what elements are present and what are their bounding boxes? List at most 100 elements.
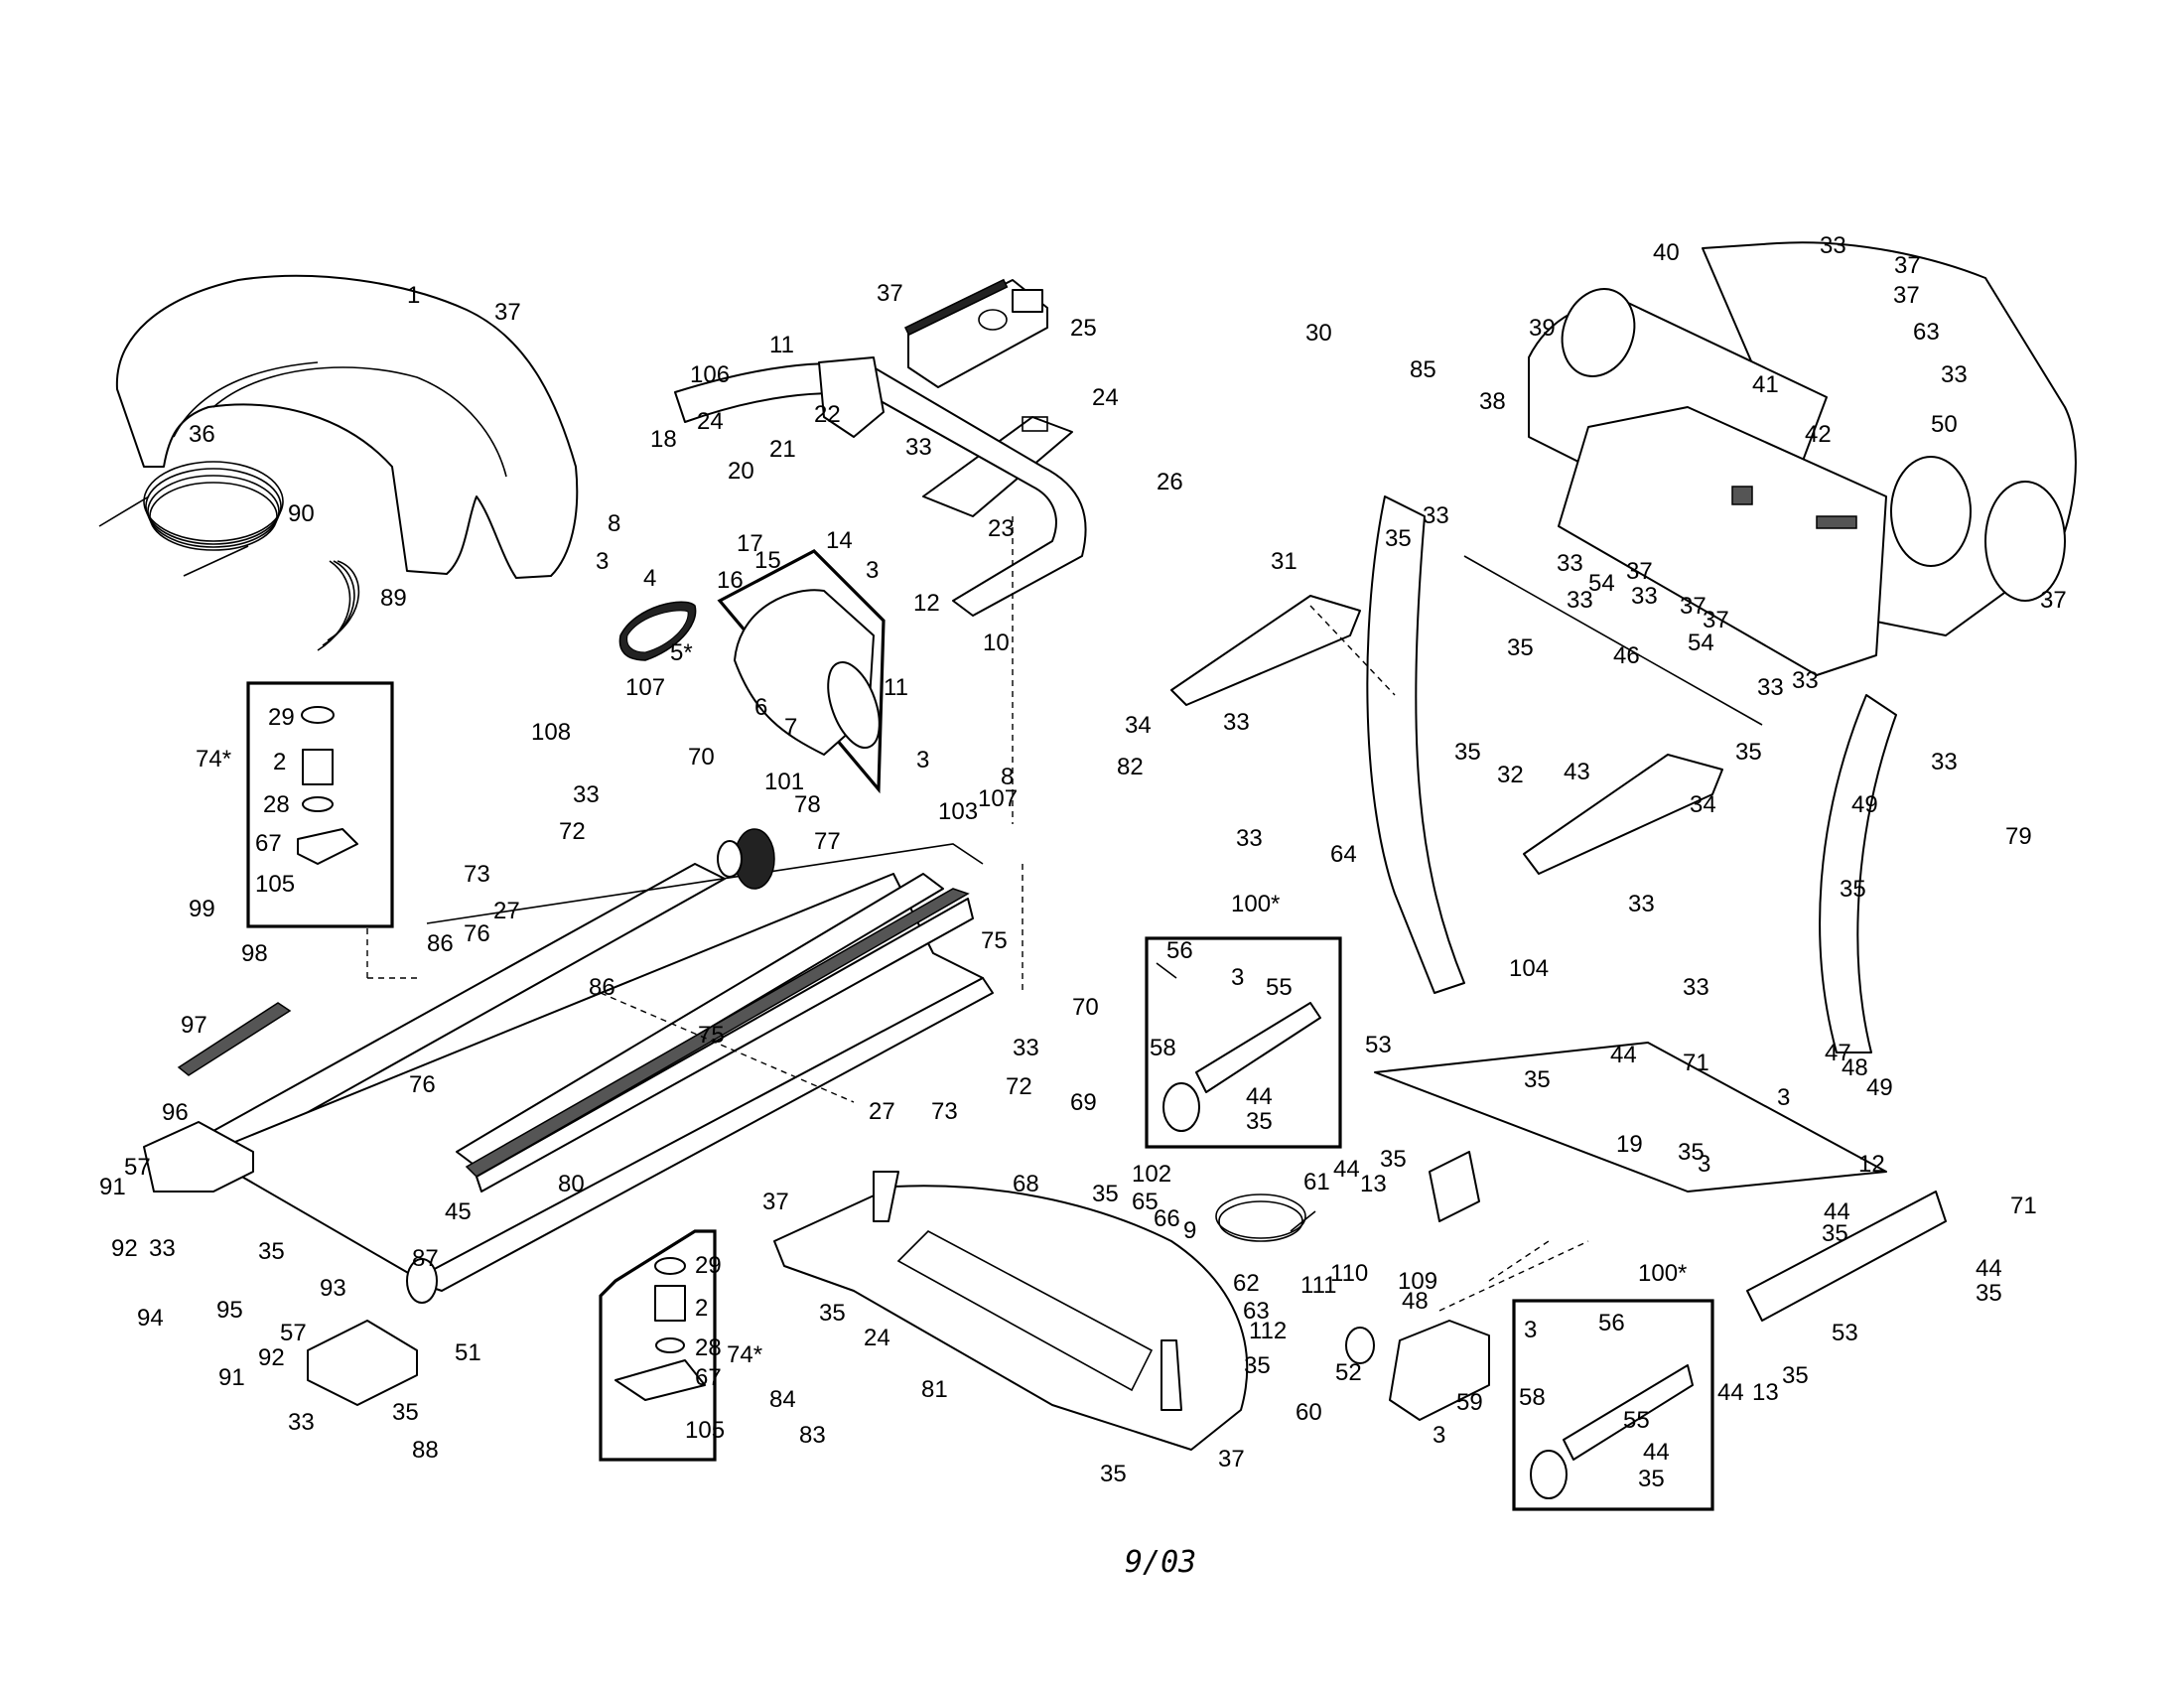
- callout-3: 3: [866, 557, 879, 584]
- callout-50: 50: [1931, 411, 1958, 438]
- callout-22: 22: [814, 401, 841, 428]
- callout-60: 60: [1296, 1399, 1322, 1426]
- deck-assembly: [143, 828, 994, 1406]
- callout-96: 96: [162, 1099, 189, 1126]
- callout-3: 3: [1231, 964, 1244, 991]
- callout-78: 78: [794, 791, 821, 818]
- upright-bracket-part-21: [674, 356, 1087, 617]
- callout-48: 48: [1402, 1288, 1429, 1315]
- callout-30: 30: [1305, 320, 1332, 347]
- callout-32: 32: [1497, 762, 1524, 788]
- callout-18: 18: [650, 426, 677, 453]
- callout-3: 3: [1524, 1317, 1537, 1343]
- callout-24: 24: [697, 408, 724, 435]
- callout-34: 34: [1690, 791, 1716, 818]
- callout-44: 44: [1246, 1083, 1273, 1110]
- callout-15: 15: [754, 547, 781, 574]
- callout-55: 55: [1623, 1407, 1650, 1434]
- callout-101: 101: [764, 769, 804, 795]
- callout-82: 82: [1117, 754, 1144, 780]
- callout-35: 35: [1100, 1461, 1127, 1487]
- callout-51: 51: [455, 1339, 481, 1366]
- handrail-left-part-31: [1170, 595, 1361, 706]
- callout-35: 35: [1782, 1362, 1809, 1389]
- callout-4: 4: [643, 565, 656, 592]
- callout-76: 76: [464, 920, 490, 947]
- callout-49: 49: [1866, 1074, 1893, 1101]
- assembly-lines: [366, 516, 1589, 1312]
- callout-85: 85: [1410, 356, 1436, 383]
- callout-3: 3: [1698, 1151, 1710, 1178]
- callout-35: 35: [1507, 634, 1534, 661]
- callout-58: 58: [1519, 1384, 1546, 1411]
- callout-92: 92: [111, 1235, 138, 1262]
- power-cord-part-61: [1215, 1193, 1316, 1242]
- callout-75: 75: [981, 927, 1008, 954]
- callout-33: 33: [1567, 587, 1593, 614]
- callout-29: 29: [695, 1252, 722, 1279]
- callout-34: 34: [1125, 712, 1152, 739]
- callout-9: 9: [1183, 1217, 1196, 1244]
- callout-8: 8: [1001, 764, 1014, 790]
- callout-107: 107: [625, 674, 665, 701]
- callout-35: 35: [1246, 1108, 1273, 1135]
- callout-73: 73: [931, 1098, 958, 1125]
- callout-33: 33: [1820, 232, 1846, 259]
- callout-90: 90: [288, 500, 315, 527]
- callout-33: 33: [905, 434, 932, 461]
- controller-board-part-25: [903, 278, 1048, 388]
- callout-44: 44: [1610, 1042, 1637, 1068]
- callout-13: 13: [1360, 1171, 1387, 1197]
- callout-97: 97: [181, 1012, 207, 1039]
- callout-79: 79: [2005, 823, 2032, 850]
- callout-53: 53: [1365, 1032, 1392, 1058]
- motor-assembly-part-5: [717, 549, 886, 794]
- cable-coil-part-36: [98, 461, 284, 577]
- callout-37: 37: [2040, 587, 2067, 614]
- callout-35: 35: [1380, 1146, 1407, 1173]
- callout-35: 35: [1524, 1066, 1551, 1093]
- callout-2: 2: [273, 749, 286, 775]
- callout-11: 11: [884, 674, 908, 701]
- callout-40: 40: [1653, 239, 1680, 266]
- callout-87: 87: [412, 1245, 439, 1272]
- callout-84: 84: [769, 1386, 796, 1413]
- crossbar-part-46: [1463, 555, 1763, 726]
- callout-74: 74*: [196, 746, 231, 772]
- callout-63: 63: [1913, 319, 1940, 346]
- callout-44: 44: [1824, 1198, 1850, 1225]
- callout-71: 71: [2010, 1193, 2037, 1219]
- callout-33: 33: [1631, 583, 1658, 610]
- callout-94: 94: [137, 1305, 164, 1332]
- callout-33: 33: [288, 1409, 315, 1436]
- callout-88: 88: [412, 1437, 439, 1464]
- callout-8: 8: [608, 510, 620, 537]
- callout-72: 72: [1006, 1073, 1032, 1100]
- callout-35: 35: [819, 1300, 846, 1327]
- callout-35: 35: [1638, 1466, 1665, 1492]
- callout-93: 93: [320, 1275, 346, 1302]
- callout-45: 45: [445, 1198, 472, 1225]
- base-shroud-part-68: [773, 1171, 1249, 1451]
- callout-37: 37: [877, 280, 903, 307]
- callout-33: 33: [1223, 709, 1250, 736]
- callout-31: 31: [1271, 548, 1297, 575]
- callout-66: 66: [1154, 1205, 1180, 1232]
- detail-box-100-lower: [1512, 1299, 1714, 1511]
- callout-10: 10: [983, 630, 1010, 656]
- callout-86: 86: [589, 974, 615, 1001]
- callout-35: 35: [1385, 525, 1412, 552]
- callout-62: 62: [1233, 1270, 1260, 1297]
- callout-35: 35: [1735, 739, 1762, 766]
- callout-33: 33: [1792, 667, 1819, 694]
- handrail-right-part-43: [1523, 754, 1723, 875]
- callout-20: 20: [728, 458, 754, 485]
- callout-103: 103: [938, 798, 978, 825]
- callout-27: 27: [493, 898, 520, 924]
- callout-2: 2: [695, 1295, 708, 1322]
- callout-73: 73: [464, 861, 490, 888]
- callout-107: 107: [978, 785, 1018, 812]
- callout-67: 67: [695, 1364, 722, 1391]
- callout-68: 68: [1013, 1171, 1039, 1197]
